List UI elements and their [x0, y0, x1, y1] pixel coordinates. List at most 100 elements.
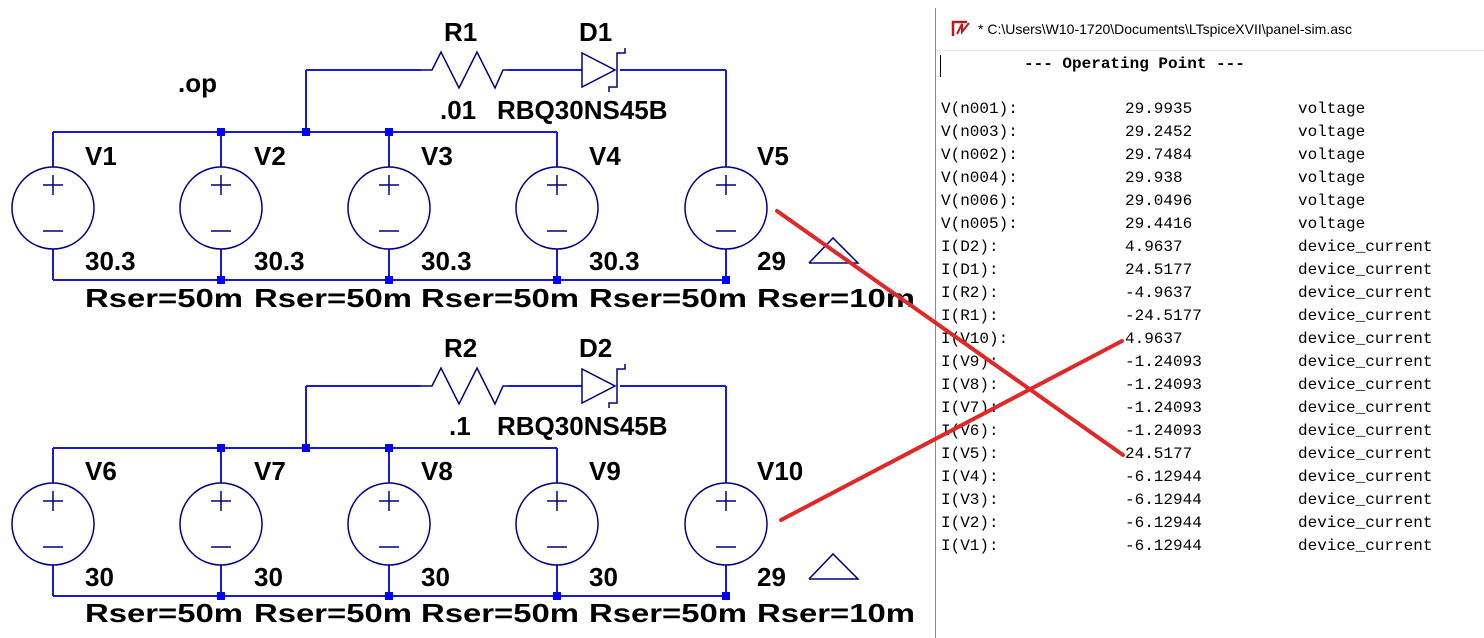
voltage-source-symbol[interactable]: [684, 482, 768, 566]
d1-name: D1: [579, 17, 612, 47]
op-row-name: I(D1):: [941, 261, 999, 279]
v3-rser: Rser=50m: [421, 283, 579, 313]
operating-point-text[interactable]: --- Operating Point --- V(n001): 29.9935 v…: [936, 51, 1484, 638]
voltage-source-symbol[interactable]: [515, 482, 599, 566]
voltage-source-symbol[interactable]: [11, 166, 95, 250]
v4-rser: Rser=50m: [589, 283, 747, 313]
op-row-value: 29.9935: [1125, 100, 1193, 118]
v9-name: V9: [589, 456, 621, 486]
v5-name: V5: [757, 141, 789, 171]
schematic-components: [11, 48, 860, 580]
resistor-symbol[interactable]: [421, 366, 508, 406]
op-row-name: V(n002):: [941, 146, 1018, 164]
schottky-diode-symbol[interactable]: [581, 48, 626, 92]
window-titlebar[interactable]: * C:\Users\W10-1720\Documents\LTspiceXVI…: [936, 8, 1484, 51]
junction-dot: [722, 276, 730, 284]
v9-rser: Rser=50m: [589, 598, 747, 628]
op-row-type: voltage: [1298, 169, 1366, 187]
v2-rser: Rser=50m: [254, 283, 412, 313]
op-row-name: I(V5):: [941, 445, 999, 463]
op-row-type: device_current: [1298, 261, 1433, 279]
v2-name: V2: [254, 141, 286, 171]
v1-name: V1: [85, 141, 117, 171]
v10-value: 29: [757, 562, 786, 592]
op-row-value: 29.4416: [1125, 215, 1193, 233]
op-row-value: -6.12944: [1125, 537, 1202, 555]
voltage-source-symbol[interactable]: [179, 482, 263, 566]
op-row-name: I(V1):: [941, 537, 999, 555]
op-row-value: 29.7484: [1125, 146, 1193, 164]
junction-dot: [385, 592, 393, 600]
op-row-type: device_current: [1298, 376, 1433, 394]
d1-model: RBQ30NS45B: [497, 95, 668, 125]
v6-rser: Rser=50m: [85, 598, 243, 628]
op-row-type: device_current: [1298, 468, 1433, 486]
op-row-type: device_current: [1298, 491, 1433, 509]
junction-dot: [302, 444, 310, 452]
op-row-value: -1.24093: [1125, 353, 1202, 371]
v3-name: V3: [421, 141, 453, 171]
op-row-name: V(n003):: [941, 123, 1018, 141]
op-row-type: device_current: [1298, 422, 1433, 440]
op-row-type: voltage: [1298, 100, 1366, 118]
ground-symbol: [808, 236, 860, 264]
v6-name: V6: [85, 456, 117, 486]
voltage-source-symbol[interactable]: [11, 482, 95, 566]
junction-dot: [217, 592, 225, 600]
op-row-type: device_current: [1298, 238, 1433, 256]
op-row-value: 29.938: [1125, 169, 1183, 187]
op-row-name: V(n005):: [941, 215, 1018, 233]
v8-name: V8: [421, 456, 453, 486]
op-row-type: device_current: [1298, 445, 1433, 463]
junction-dot: [217, 444, 225, 452]
ground-symbol: [808, 552, 860, 580]
op-row-type: device_current: [1298, 307, 1433, 325]
operating-point-window[interactable]: * C:\Users\W10-1720\Documents\LTspiceXVI…: [935, 8, 1484, 638]
d2-model: RBQ30NS45B: [497, 411, 668, 441]
op-row-type: device_current: [1298, 537, 1433, 555]
operating-point-header: --- Operating Point ---: [1024, 55, 1245, 73]
op-row-name: I(V4):: [941, 468, 999, 486]
v5-rser: Rser=10m: [757, 283, 915, 313]
ltspice-app-icon: [951, 20, 970, 36]
resistor-symbol[interactable]: [421, 50, 508, 90]
op-row-name: I(V3):: [941, 491, 999, 509]
op-row-value: -6.12944: [1125, 514, 1202, 532]
op-row-name: I(D2):: [941, 238, 999, 256]
v8-rser: Rser=50m: [421, 598, 579, 628]
op-row-name: V(n001):: [941, 100, 1018, 118]
op-directive[interactable]: .op: [178, 68, 217, 98]
voltage-source-symbol[interactable]: [515, 166, 599, 250]
voltage-source-symbol[interactable]: [179, 166, 263, 250]
text-cursor: [940, 55, 941, 77]
window-title: * C:\Users\W10-1720\Documents\LTspiceXVI…: [978, 21, 1352, 37]
r1-value: .01: [440, 95, 476, 125]
op-row-type: voltage: [1298, 146, 1366, 164]
op-row-type: device_current: [1298, 330, 1433, 348]
op-row-name: I(V6):: [941, 422, 999, 440]
voltage-source-symbol[interactable]: [347, 482, 431, 566]
op-row-value: -6.12944: [1125, 468, 1202, 486]
junction-dot: [385, 276, 393, 284]
v5-value: 29: [757, 246, 786, 276]
v8-value: 30: [421, 562, 450, 592]
op-row-value: -6.12944: [1125, 491, 1202, 509]
op-row-value: 24.5177: [1125, 261, 1193, 279]
op-row-value: -1.24093: [1125, 376, 1202, 394]
voltage-source-symbol[interactable]: [684, 166, 768, 250]
op-row-value: 29.0496: [1125, 192, 1193, 210]
v10-name: V10: [757, 456, 803, 486]
op-row-value: -24.5177: [1125, 307, 1202, 325]
v1-rser: Rser=50m: [85, 283, 243, 313]
junction-dot: [217, 128, 225, 136]
v3-value: 30.3: [421, 246, 472, 276]
op-row-type: voltage: [1298, 192, 1366, 210]
schottky-diode-symbol[interactable]: [581, 364, 626, 408]
r1-name: R1: [444, 17, 477, 47]
v2-value: 30.3: [254, 246, 305, 276]
op-row-value: 4.9637: [1125, 330, 1183, 348]
voltage-source-symbol[interactable]: [347, 166, 431, 250]
op-row-name: I(R1):: [941, 307, 999, 325]
op-row-type: device_current: [1298, 514, 1433, 532]
